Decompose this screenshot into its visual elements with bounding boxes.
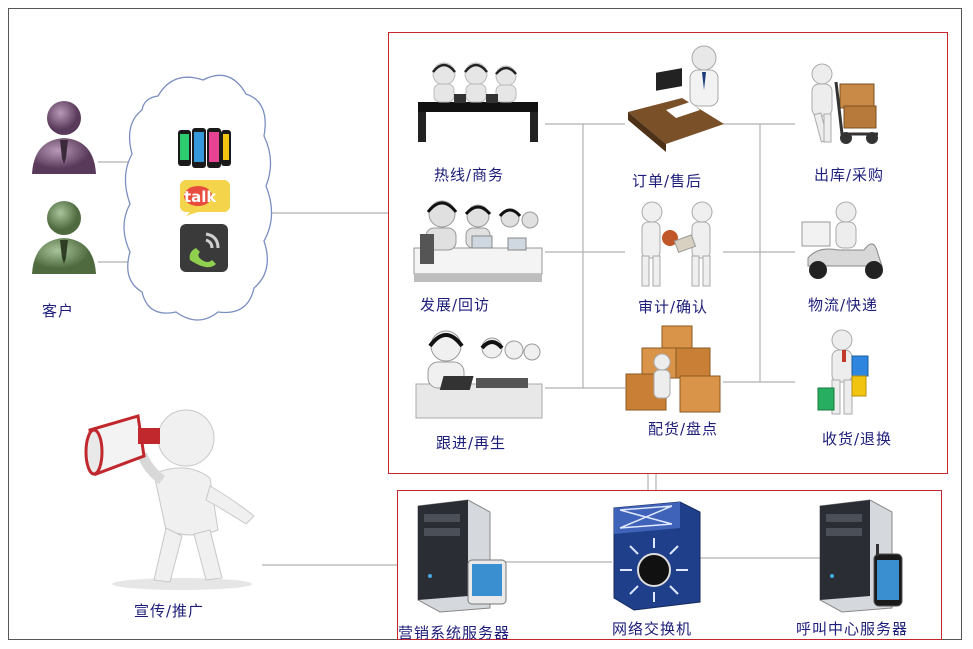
talk-icon-text: talk [184,188,217,206]
marketing-server-icon [417,499,507,613]
promo-label: 宣传/推广 [134,602,205,620]
chat-talk-icon: talk [180,180,230,216]
followup-agents-icon [415,330,543,419]
logistics-label: 物流/快递 [808,296,879,314]
mobile-phones-icon [178,128,231,168]
outbound-handtruck-icon [811,63,878,144]
customer-person-icon [32,101,96,174]
server-box [397,490,942,640]
logistics-scooter-icon [801,201,883,279]
business-box [388,32,948,474]
customer-label: 客户 [42,302,75,320]
callcenter-server-icon [819,499,903,613]
audit-handshake-icon [641,201,713,287]
distribute-boxes-icon [625,325,721,413]
telephone-icon [180,224,228,272]
receive-shopping-icon [817,329,869,415]
followup-label: 跟进/再生 [436,434,507,452]
marketing-server-label: 营销系统服务器 [398,624,511,642]
develop-agents-icon [413,200,543,282]
audit-label: 审计/确认 [638,298,709,316]
hotline-label: 热线/商务 [434,166,505,184]
outbound-label: 出库/采购 [814,166,885,184]
customer-person-icon-2 [32,201,96,274]
order-desk-icon [628,45,724,152]
order-label: 订单/售后 [632,172,703,190]
receive-label: 收货/退换 [822,430,893,448]
develop-label: 发展/回访 [420,296,491,314]
megaphone-person-icon [84,409,255,590]
distribute-label: 配货/盘点 [648,420,719,438]
callcenter-server-label: 呼叫中心服务器 [796,620,909,638]
network-switch-icon [613,501,701,611]
hotline-desk-icon [418,62,538,142]
network-switch-label: 网络交换机 [612,620,693,638]
